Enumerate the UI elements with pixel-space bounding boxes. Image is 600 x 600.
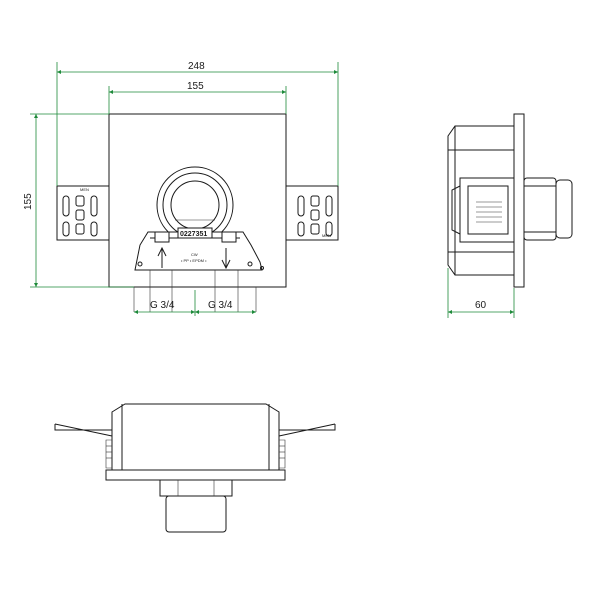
top-front-plate: [105, 469, 286, 481]
dim-port-left: G 3/4: [150, 300, 175, 311]
top-knob-base: [159, 479, 233, 497]
plate-mark-left: MEN: [80, 187, 89, 192]
front-dimensions: 248 155 155 G 3/4 G 3/4: [23, 61, 339, 316]
front-valve-body: 0227351 CW • PP • EPDM •: [134, 227, 264, 271]
dim-depth: 60: [475, 300, 487, 311]
top-housing: [111, 403, 280, 471]
side-dimensions: 60: [447, 268, 515, 318]
top-view: [54, 403, 336, 533]
top-knob: [165, 495, 227, 533]
arrow-up-icon: [157, 246, 167, 268]
dim-height: 155: [23, 193, 34, 210]
side-view: [447, 113, 573, 288]
dim-port-right: G 3/4: [208, 300, 233, 311]
serial-number: 0227351: [180, 231, 207, 238]
dim-box-width: 155: [187, 81, 204, 92]
flow-mark: CW: [191, 252, 198, 257]
arrow-down-icon: [221, 248, 231, 270]
side-front-plate: [513, 113, 525, 288]
left-mounting-bracket: MEN: [56, 185, 110, 241]
plate-mark-right: MEN: [322, 233, 331, 238]
right-mounting-bracket: MEN: [285, 185, 339, 241]
side-knob: [523, 177, 557, 241]
flow-note: • PP • EPDM •: [181, 258, 207, 263]
dim-overall-width: 248: [188, 61, 205, 72]
front-view: MEN MEN 022: [56, 113, 339, 312]
